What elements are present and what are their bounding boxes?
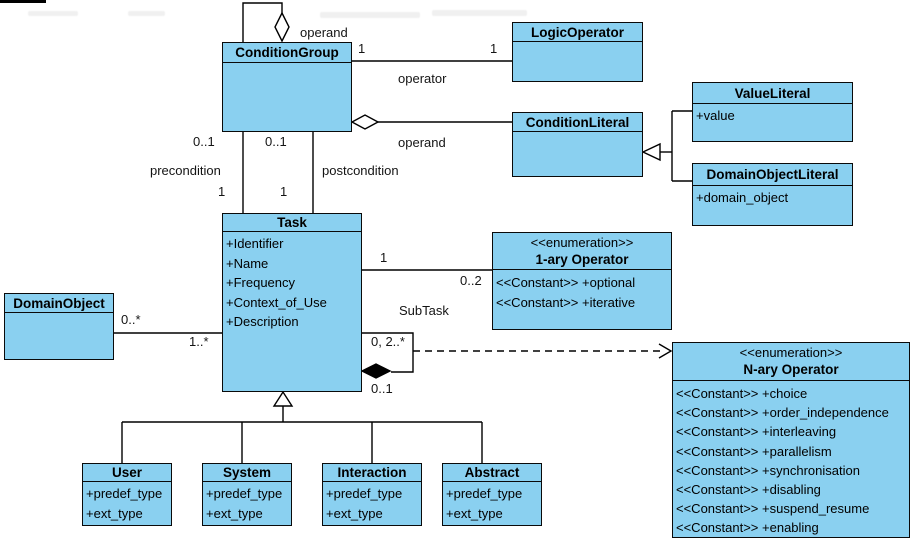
class-attributes: +value (693, 104, 852, 126)
attribute: +domain_object (696, 190, 789, 205)
class-domainobject: DomainObject (4, 293, 114, 360)
attribute: +ext_type (86, 505, 143, 521)
class-title: ValueLiteral (693, 83, 852, 104)
label-mult-precondition-task: 1 (218, 184, 226, 199)
label-mult-subtask-parent: 0..1 (371, 381, 393, 396)
label-mult-postcondition-cg: 0..1 (265, 134, 287, 149)
label-role-operator: operator (398, 71, 447, 86)
class-attributes: +predef_type +ext_type (323, 482, 421, 523)
label-mult-subtask-child: 0, 2..* (371, 334, 405, 349)
class-attributes: +Identifier +Name +Frequency +Context_of… (223, 232, 361, 332)
attribute: +predef_type (86, 486, 163, 501)
class-attributes: <<Constant>> +optional <<Constant>> +ite… (493, 270, 671, 312)
subtask-association-line (362, 332, 414, 373)
class-user: User +predef_type +ext_type (82, 463, 172, 526)
label-mult-precondition-cg: 0..1 (193, 134, 215, 149)
ghost-artifact (432, 10, 527, 16)
attribute: +predef_type (206, 486, 283, 501)
label-mult-cg-operator: 1 (358, 41, 366, 56)
class-title: Task (223, 214, 361, 232)
attribute: <<Constant>> +iterative (496, 294, 636, 310)
class-stereotype: <<enumeration>> (530, 234, 634, 250)
label-operand-self: operand (300, 25, 348, 40)
attribute: +Identifier (226, 236, 284, 251)
composition-diamond-filled-icon (360, 363, 392, 379)
label-mult-domainobject: 0..* (121, 312, 141, 327)
class-task: Task +Identifier +Name +Frequency +Conte… (222, 213, 362, 392)
class-logicoperator: LogicOperator (512, 22, 643, 82)
label-mult-postcondition-task: 1 (280, 184, 288, 199)
class-attributes: +domain_object (693, 186, 852, 208)
generalization-triangle-task-icon (272, 390, 294, 407)
attribute: +predef_type (446, 486, 523, 501)
class-domainobjectliteral: DomainObjectLiteral +domain_object (692, 163, 853, 226)
label-role-postcondition: postcondition (322, 163, 399, 178)
class-conditiongroup: ConditionGroup (222, 42, 352, 132)
attribute: +Frequency (226, 275, 296, 290)
cropped-top-edge-bar (0, 0, 46, 3)
class-title: N-ary Operator (743, 362, 839, 377)
attribute: <<Constant>> +choice (676, 386, 808, 401)
attribute: +Name (226, 255, 269, 271)
attribute: <<Constant>> +suspend_resume (676, 501, 870, 517)
label-mult-task-domainobject: 1..* (189, 334, 209, 349)
label-role-subtask: SubTask (399, 303, 449, 318)
class-title: ConditionGroup (223, 43, 351, 63)
attribute: <<Constant>> +synchronisation (676, 462, 860, 478)
class-title: System (203, 464, 291, 482)
class-attributes: +predef_type +ext_type (203, 482, 291, 523)
attribute: <<Constant>> +disabling (676, 482, 821, 498)
class-title: DomainObject (5, 294, 113, 313)
class-header: <<enumeration>> N-ary Operator (673, 343, 909, 381)
ghost-artifact (28, 11, 78, 16)
attribute: +Description (226, 314, 299, 329)
label-mult-task-unary: 1 (380, 250, 388, 265)
attribute: <<Constant>> +interleaving (676, 424, 837, 440)
class-attributes: <<Constant>> +choice <<Constant>> +order… (673, 381, 909, 538)
class-header: <<enumeration>> 1-ary Operator (493, 233, 671, 270)
aggregation-diamond-open-right-icon (350, 114, 380, 130)
label-mult-lo-operator: 1 (490, 41, 498, 56)
class-title: Abstract (443, 464, 541, 482)
class-1ary-operator: <<enumeration>> 1-ary Operator <<Constan… (492, 232, 672, 330)
attribute: +Context_of_Use (226, 294, 327, 310)
class-attributes: +predef_type +ext_type (443, 482, 541, 523)
attribute: <<Constant>> +enabling (676, 520, 819, 536)
class-title: 1-ary Operator (535, 251, 629, 267)
class-stereotype: <<enumeration>> (739, 345, 843, 360)
class-attributes: +predef_type +ext_type (83, 482, 171, 523)
class-title: ConditionLiteral (513, 113, 642, 132)
attribute: +ext_type (326, 505, 383, 521)
attribute: +ext_type (446, 505, 503, 521)
label-role-operand: operand (398, 135, 446, 150)
class-interaction: Interaction +predef_type +ext_type (322, 463, 422, 526)
class-system: System +predef_type +ext_type (202, 463, 292, 526)
attribute: +predef_type (326, 486, 403, 501)
self-association-line (242, 2, 283, 42)
attribute: <<Constant>> +order_independence (676, 405, 889, 421)
attribute: <<Constant>> +parallelism (676, 443, 832, 459)
class-title: User (83, 464, 171, 482)
label-role-precondition: precondition (150, 163, 221, 178)
dependency-open-arrowhead-icon (658, 343, 673, 359)
attribute: <<Constant>> +optional (496, 275, 636, 290)
ghost-artifact (320, 12, 420, 18)
class-title: Interaction (323, 464, 421, 482)
class-conditionliteral: ConditionLiteral (512, 112, 643, 177)
class-abstract: Abstract +predef_type +ext_type (442, 463, 542, 526)
generalization-triangle-literal-icon (641, 142, 661, 162)
attribute: +value (696, 108, 735, 123)
class-title: DomainObjectLiteral (693, 164, 852, 186)
ghost-artifact (128, 11, 165, 16)
class-valueliteral: ValueLiteral +value (692, 82, 853, 142)
attribute: +ext_type (206, 505, 263, 521)
label-mult-unary: 0..2 (460, 273, 482, 288)
class-title: LogicOperator (513, 23, 642, 42)
aggregation-diamond-open-top-icon (274, 11, 290, 43)
class-nary-operator: <<enumeration>> N-ary Operator <<Constan… (672, 342, 910, 538)
